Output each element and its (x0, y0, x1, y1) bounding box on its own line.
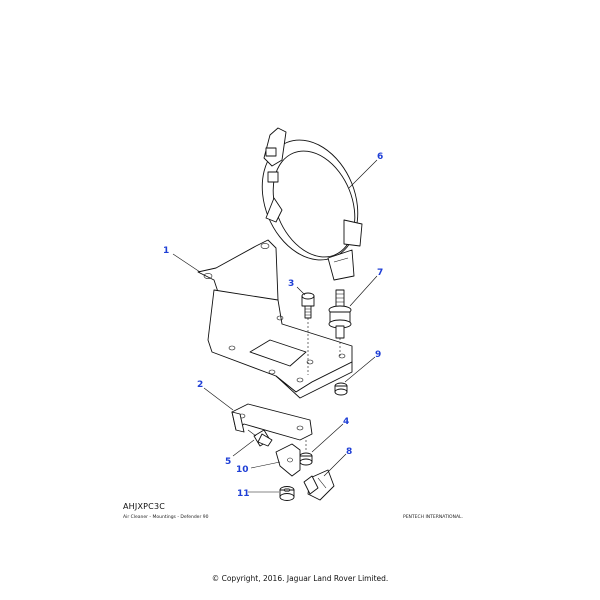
callout-10: 10 (236, 465, 249, 475)
part-2-support-bracket (231, 403, 313, 452)
part-9-nut (334, 382, 348, 396)
part-7-rubber-mounting (328, 289, 352, 356)
callout-8: 8 (346, 447, 352, 457)
diagram-caption: Air Cleaner - Mountings - Defender 90 (123, 515, 209, 520)
copyright-notice: © Copyright, 2016. Jaguar Land Rover Lim… (211, 574, 389, 583)
part-10-angle-bracket (275, 443, 301, 477)
part-11-grommet (279, 486, 295, 501)
diagram-reference-code: AHJXPC3C (123, 502, 166, 511)
callout-9: 9 (375, 350, 381, 360)
part-6-clamp-band (261, 127, 363, 281)
callout-11: 11 (237, 489, 250, 499)
part-4-nut (299, 452, 313, 466)
callout-7: 7 (377, 268, 383, 278)
callout-6: 6 (377, 152, 383, 162)
callout-3: 3 (288, 279, 294, 289)
part-1-mounting-bracket (197, 239, 353, 399)
callout-4: 4 (343, 417, 349, 427)
leader-lines (172, 159, 378, 493)
callout-5: 5 (225, 457, 231, 467)
part-5-bolt (247, 429, 273, 447)
callout-1: 1 (163, 246, 169, 256)
callout-2: 2 (197, 380, 203, 390)
publisher-name: PENTECH INTERNATIONAL. (403, 515, 463, 520)
part-8-clip (303, 469, 335, 501)
part-3-bolt (301, 292, 315, 375)
